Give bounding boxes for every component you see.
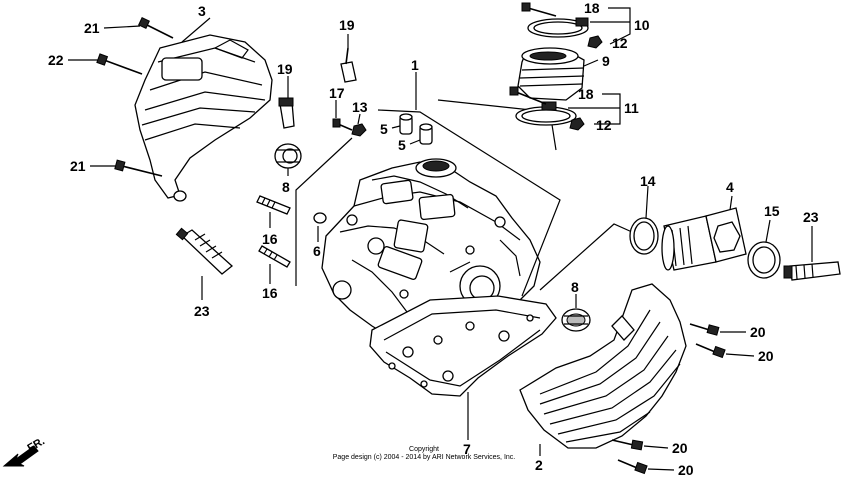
bolt-19-center[interactable]: [340, 47, 357, 83]
callout-23-left: 23: [194, 303, 210, 319]
callout-12-upper: 12: [612, 35, 628, 51]
callout-4: 4: [726, 179, 734, 195]
callout-1: 1: [411, 57, 419, 73]
bolt-21-bottom[interactable]: [114, 159, 163, 177]
callout-5-lower: 5: [398, 137, 406, 153]
callout-6: 6: [313, 243, 321, 259]
callout-21-top: 21: [84, 20, 100, 36]
callout-16-lower: 16: [262, 285, 278, 301]
nut-12-lower[interactable]: [569, 117, 585, 131]
callout-2: 2: [535, 457, 543, 473]
valve-cover-front[interactable]: [134, 34, 273, 202]
bolt-19-left[interactable]: [278, 97, 295, 129]
leader-lines: [68, 7, 813, 471]
copyright-line-1: Copyright: [409, 446, 439, 453]
callout-18-lower: 18: [578, 86, 594, 102]
copyright-line-2: Page design (c) 2004 - 2014 by ARI Netwo…: [333, 454, 516, 461]
screw-18-upper[interactable]: [521, 2, 557, 17]
bolt-20-b[interactable]: [695, 343, 726, 359]
o-ring-15[interactable]: [747, 241, 781, 279]
callout-12-lower: 12: [596, 117, 612, 133]
spark-plug-right[interactable]: [783, 261, 841, 281]
front-label: FR.: [26, 435, 47, 454]
intake-pipe-9[interactable]: [517, 47, 585, 101]
callout-3: 3: [198, 3, 206, 19]
callout-20-c: 20: [672, 440, 688, 456]
screw-18-lower[interactable]: [509, 86, 547, 105]
callout-15: 15: [764, 203, 780, 219]
callout-23-right: 23: [803, 209, 819, 225]
callout-17: 17: [329, 85, 345, 101]
callout-10: 10: [634, 17, 650, 33]
callout-14: 14: [640, 173, 656, 189]
tappet-cap-4[interactable]: [661, 207, 747, 271]
callout-8-center: 8: [571, 279, 579, 295]
callout-21-bottom: 21: [70, 158, 86, 174]
bolt-20-c[interactable]: [611, 439, 644, 451]
clamp-10[interactable]: [527, 17, 589, 38]
callout-18-upper: 18: [584, 0, 600, 16]
stud-16-upper[interactable]: [256, 195, 291, 215]
o-ring-14[interactable]: [629, 217, 659, 255]
bolt-17[interactable]: [332, 118, 353, 131]
nut-12-upper[interactable]: [587, 35, 603, 49]
callout-labels: 3 21 22 21 23 19 8 16 16 6 19 17 13 5 5 …: [48, 0, 819, 478]
dowel-5-upper[interactable]: [399, 113, 413, 135]
front-direction-arrow: FR.: [2, 435, 47, 467]
callout-19-left: 19: [277, 61, 293, 77]
callout-8-left: 8: [282, 179, 290, 195]
bolt-21-top[interactable]: [138, 17, 174, 39]
callout-16-upper: 16: [262, 231, 278, 247]
callout-20-a: 20: [750, 324, 766, 340]
callout-20-b: 20: [758, 348, 774, 364]
spark-plug-left[interactable]: [175, 227, 234, 275]
callout-19-center: 19: [339, 17, 355, 33]
callout-7: 7: [463, 441, 471, 457]
callout-5-upper: 5: [380, 121, 388, 137]
callout-13: 13: [352, 99, 368, 115]
stud-16-lower[interactable]: [258, 245, 291, 268]
nut-13[interactable]: [351, 123, 367, 137]
dowel-6[interactable]: [313, 212, 327, 224]
callout-11: 11: [624, 100, 639, 116]
dowel-5-lower[interactable]: [419, 123, 433, 145]
clamp-11[interactable]: [515, 101, 577, 126]
head-gasket[interactable]: [369, 295, 557, 397]
bolt-20-d[interactable]: [617, 459, 648, 475]
intake-port-ring[interactable]: [415, 158, 457, 178]
callout-22: 22: [48, 52, 64, 68]
grommet-8-left[interactable]: [274, 143, 302, 169]
callout-20-d: 20: [678, 462, 694, 478]
callout-9: 9: [602, 53, 610, 69]
lower-cover[interactable]: [519, 283, 687, 449]
grommet-8-center[interactable]: [561, 308, 591, 332]
bolt-20-a[interactable]: [689, 323, 720, 336]
bolt-22[interactable]: [96, 53, 143, 75]
reference-lines: [295, 99, 633, 297]
